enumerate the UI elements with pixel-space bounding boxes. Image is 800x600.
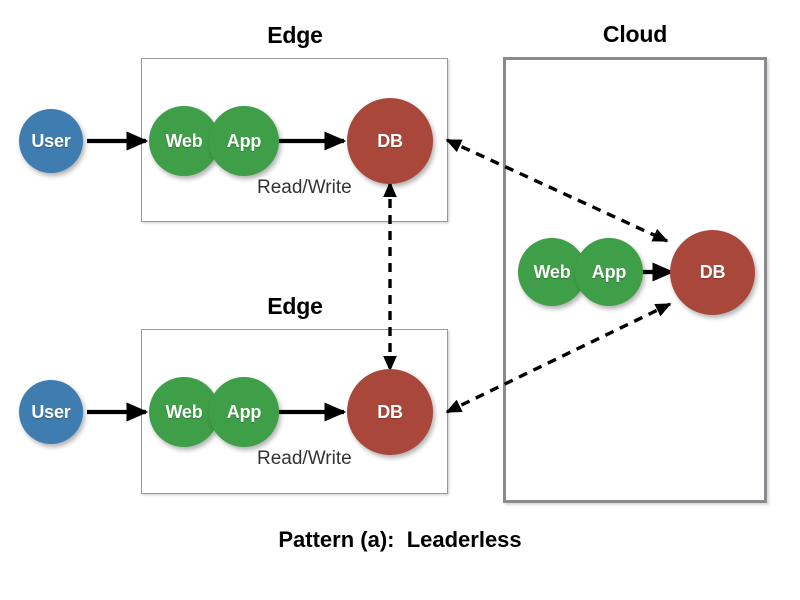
- node-label: Web: [165, 130, 203, 151]
- node-label: App: [226, 401, 262, 422]
- node-label: App: [591, 261, 627, 282]
- node-label: User: [31, 401, 71, 422]
- node-label: App: [226, 130, 262, 151]
- group-label-edge-top: Edge: [267, 22, 323, 48]
- node-edge-bottom-db[interactable]: DB: [347, 369, 433, 455]
- node-user-top[interactable]: User: [19, 109, 83, 173]
- node-label: Web: [533, 261, 571, 282]
- node-label: DB: [377, 130, 403, 151]
- label-read-write-bottom: Read/Write: [257, 448, 352, 469]
- label-read-write-top: Read/Write: [257, 177, 352, 198]
- node-cloud-db[interactable]: DB: [670, 230, 755, 315]
- node-label: User: [31, 130, 71, 151]
- node-label: Web: [165, 401, 203, 422]
- group-label-edge-bottom: Edge: [267, 293, 323, 319]
- node-label: DB: [377, 401, 403, 422]
- node-edge-bottom-app[interactable]: App: [209, 377, 279, 447]
- node-edge-top-db[interactable]: DB: [347, 98, 433, 184]
- node-label: DB: [699, 262, 726, 282]
- connector-edge-bottom-db-to-cloud-db: [445, 302, 672, 414]
- node-edge-top-app[interactable]: App: [209, 106, 279, 176]
- connector-edge-top-db-to-cloud-db: [445, 138, 669, 243]
- node-user-bottom[interactable]: User: [19, 380, 83, 444]
- group-label-cloud: Cloud: [602, 21, 668, 47]
- diagram-caption: Pattern (a): Leaderless: [278, 527, 522, 552]
- node-cloud-app[interactable]: App: [575, 238, 643, 306]
